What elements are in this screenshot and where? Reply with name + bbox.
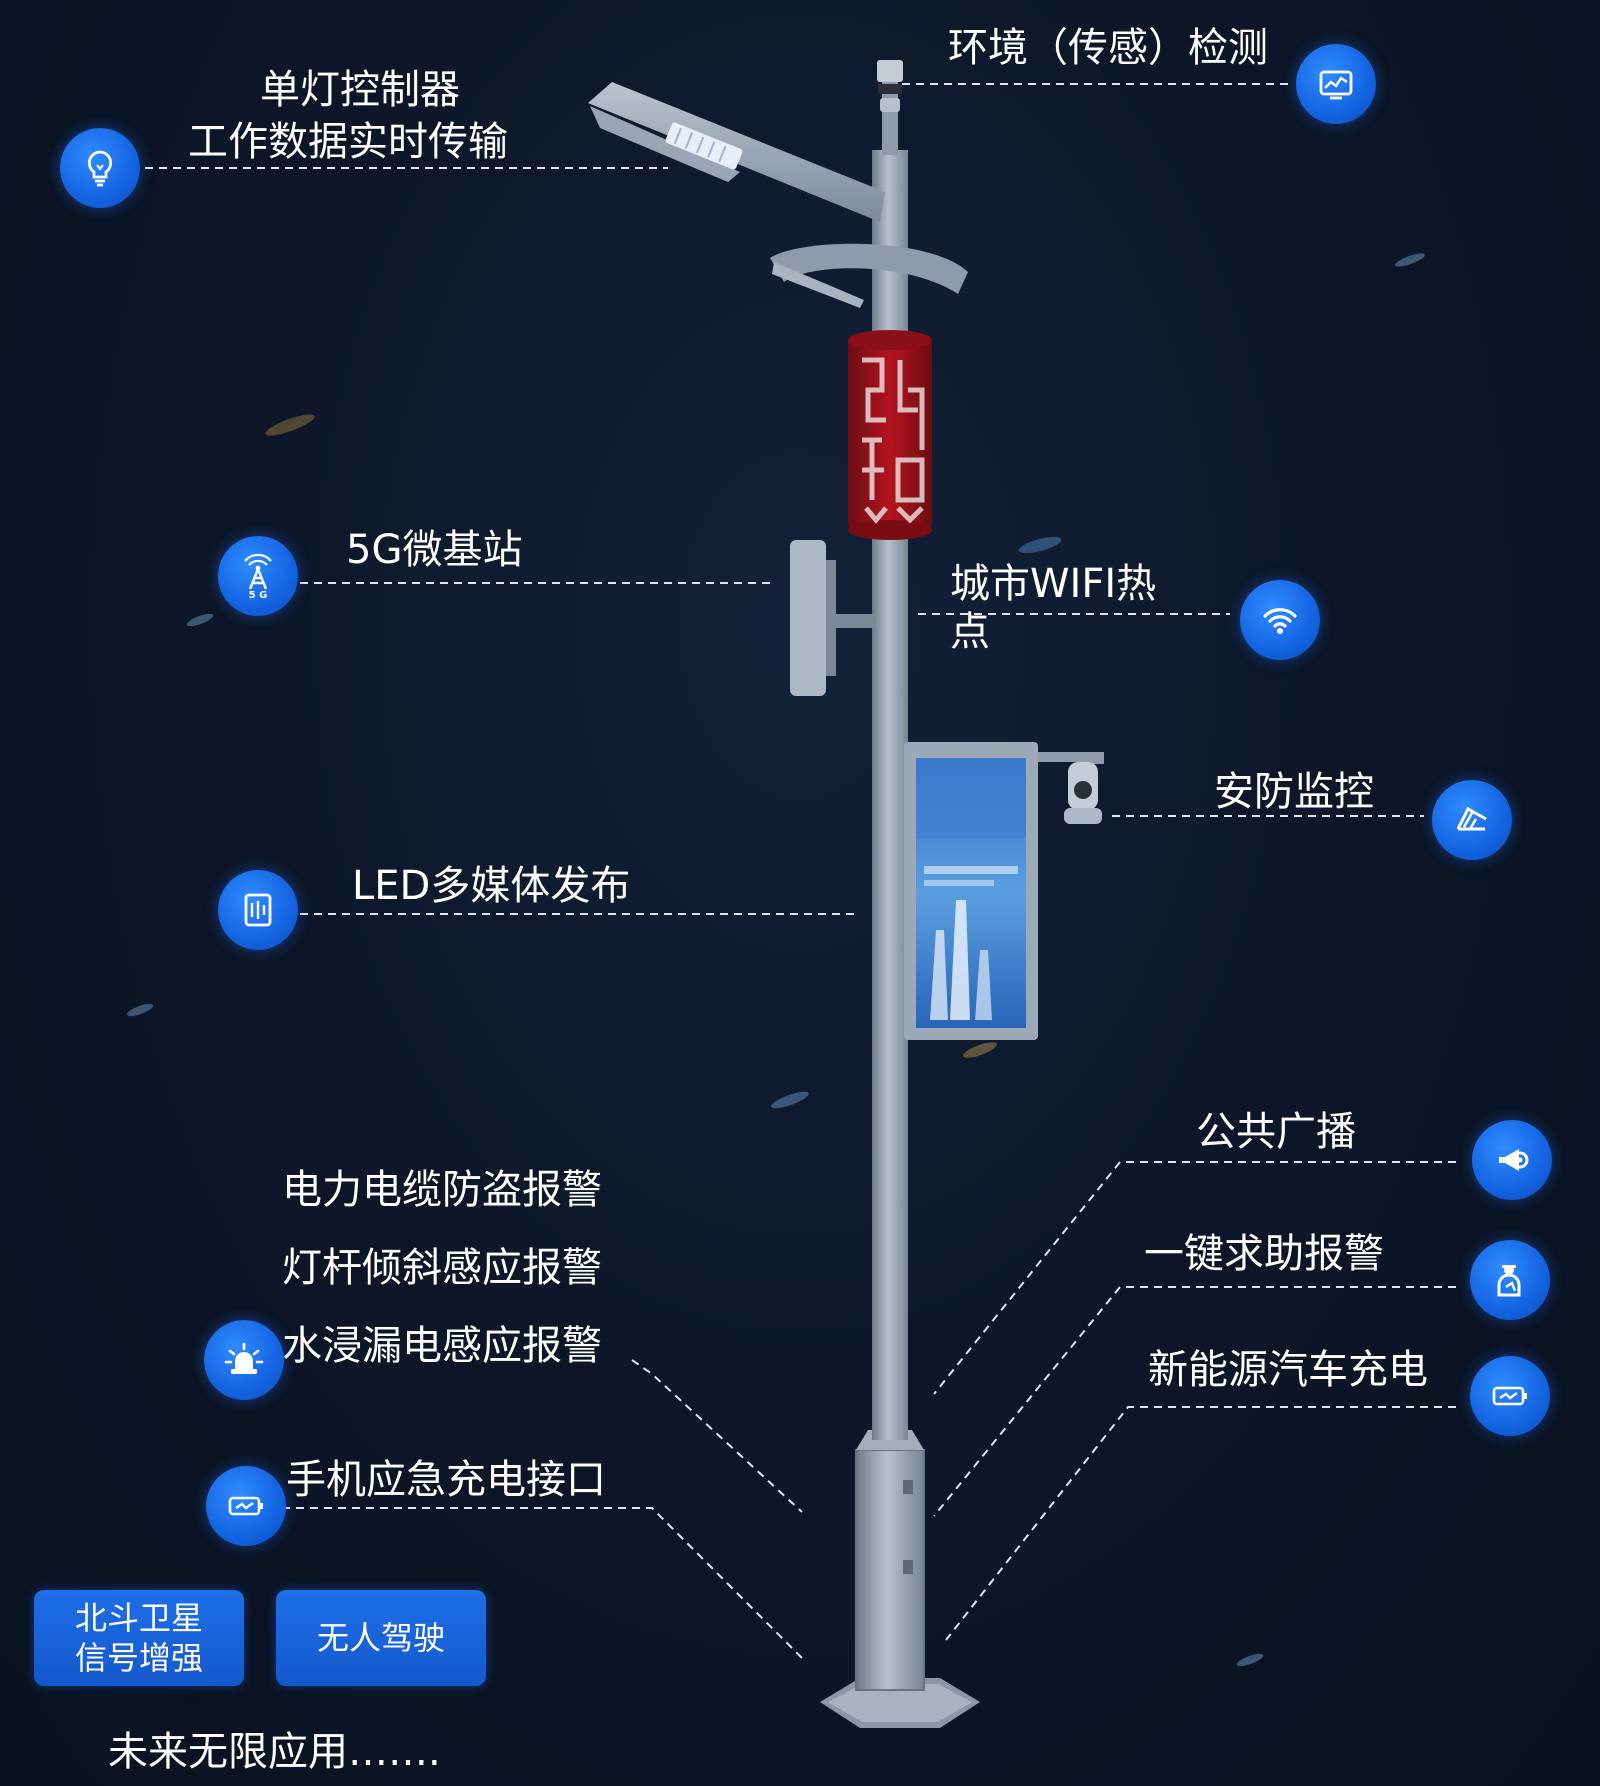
monitor-chart-icon [1296, 44, 1376, 124]
led-screen-icon [218, 870, 298, 950]
label-single-lamp-controller: 单灯控制器 [260, 67, 460, 113]
label-led-multimedia: LED多媒体发布 [352, 863, 631, 909]
5g-micro-base-station-unit [790, 540, 874, 696]
megaphone-icon [1472, 1120, 1552, 1200]
security-camera [1064, 752, 1104, 824]
sos-person-icon [1470, 1240, 1550, 1320]
autonomous-button-label: 无人驾驶 [316, 1619, 445, 1657]
label-water-leakage-alarm: 水浸漏电感应报警 [282, 1323, 602, 1369]
label-5g-micro-base-station: 5G微基站 [346, 527, 523, 573]
leader-lines [145, 83, 1456, 1659]
light-pole [588, 60, 1104, 1728]
alarm-siren-icon [204, 1320, 284, 1400]
label-environment-sensing: 环境（传感）检测 [948, 25, 1268, 71]
label-phone-emergency-charging: 手机应急充电接口 [286, 1457, 606, 1503]
camera-icon [1432, 780, 1512, 860]
label-city-wifi-hotspot-cont: 点 [950, 609, 990, 655]
autonomous-driving-button[interactable]: 无人驾驶 [276, 1590, 486, 1686]
wifi-icon [1240, 580, 1320, 660]
beidou-button-line2: 信号增强 [74, 1639, 203, 1677]
label-one-key-sos: 一键求助报警 [1144, 1231, 1384, 1277]
beidou-signal-boost-button[interactable]: 北斗卫星 信号增强 [34, 1590, 244, 1686]
battery-icon [206, 1466, 286, 1546]
led-media-screen [904, 742, 1101, 1040]
label-future-applications: 未来无限应用……. [108, 1729, 441, 1775]
ev-battery-icon [1470, 1356, 1550, 1436]
label-public-broadcast: 公共广播 [1196, 1109, 1356, 1155]
red-banner-ornament [848, 330, 932, 540]
label-ev-charging: 新能源汽车充电 [1148, 1347, 1428, 1393]
label-pole-tilt-alarm: 灯杆倾斜感应报警 [282, 1245, 602, 1291]
beidou-button-line1: 北斗卫星 [74, 1599, 203, 1637]
label-realtime-data-transmission: 工作数据实时传输 [188, 119, 508, 165]
antenna-tower-icon: 5 G [218, 536, 298, 616]
label-cable-theft-alarm: 电力电缆防盗报警 [282, 1167, 602, 1213]
label-city-wifi-hotspot: 城市WIFI热 [950, 561, 1157, 607]
label-security-monitoring: 安防监控 [1214, 769, 1374, 815]
background-sparkles [126, 253, 1426, 1667]
five-g-icon-text: 5 G [249, 590, 268, 599]
lightbulb-icon [60, 128, 140, 208]
decorative-ring [770, 243, 968, 308]
